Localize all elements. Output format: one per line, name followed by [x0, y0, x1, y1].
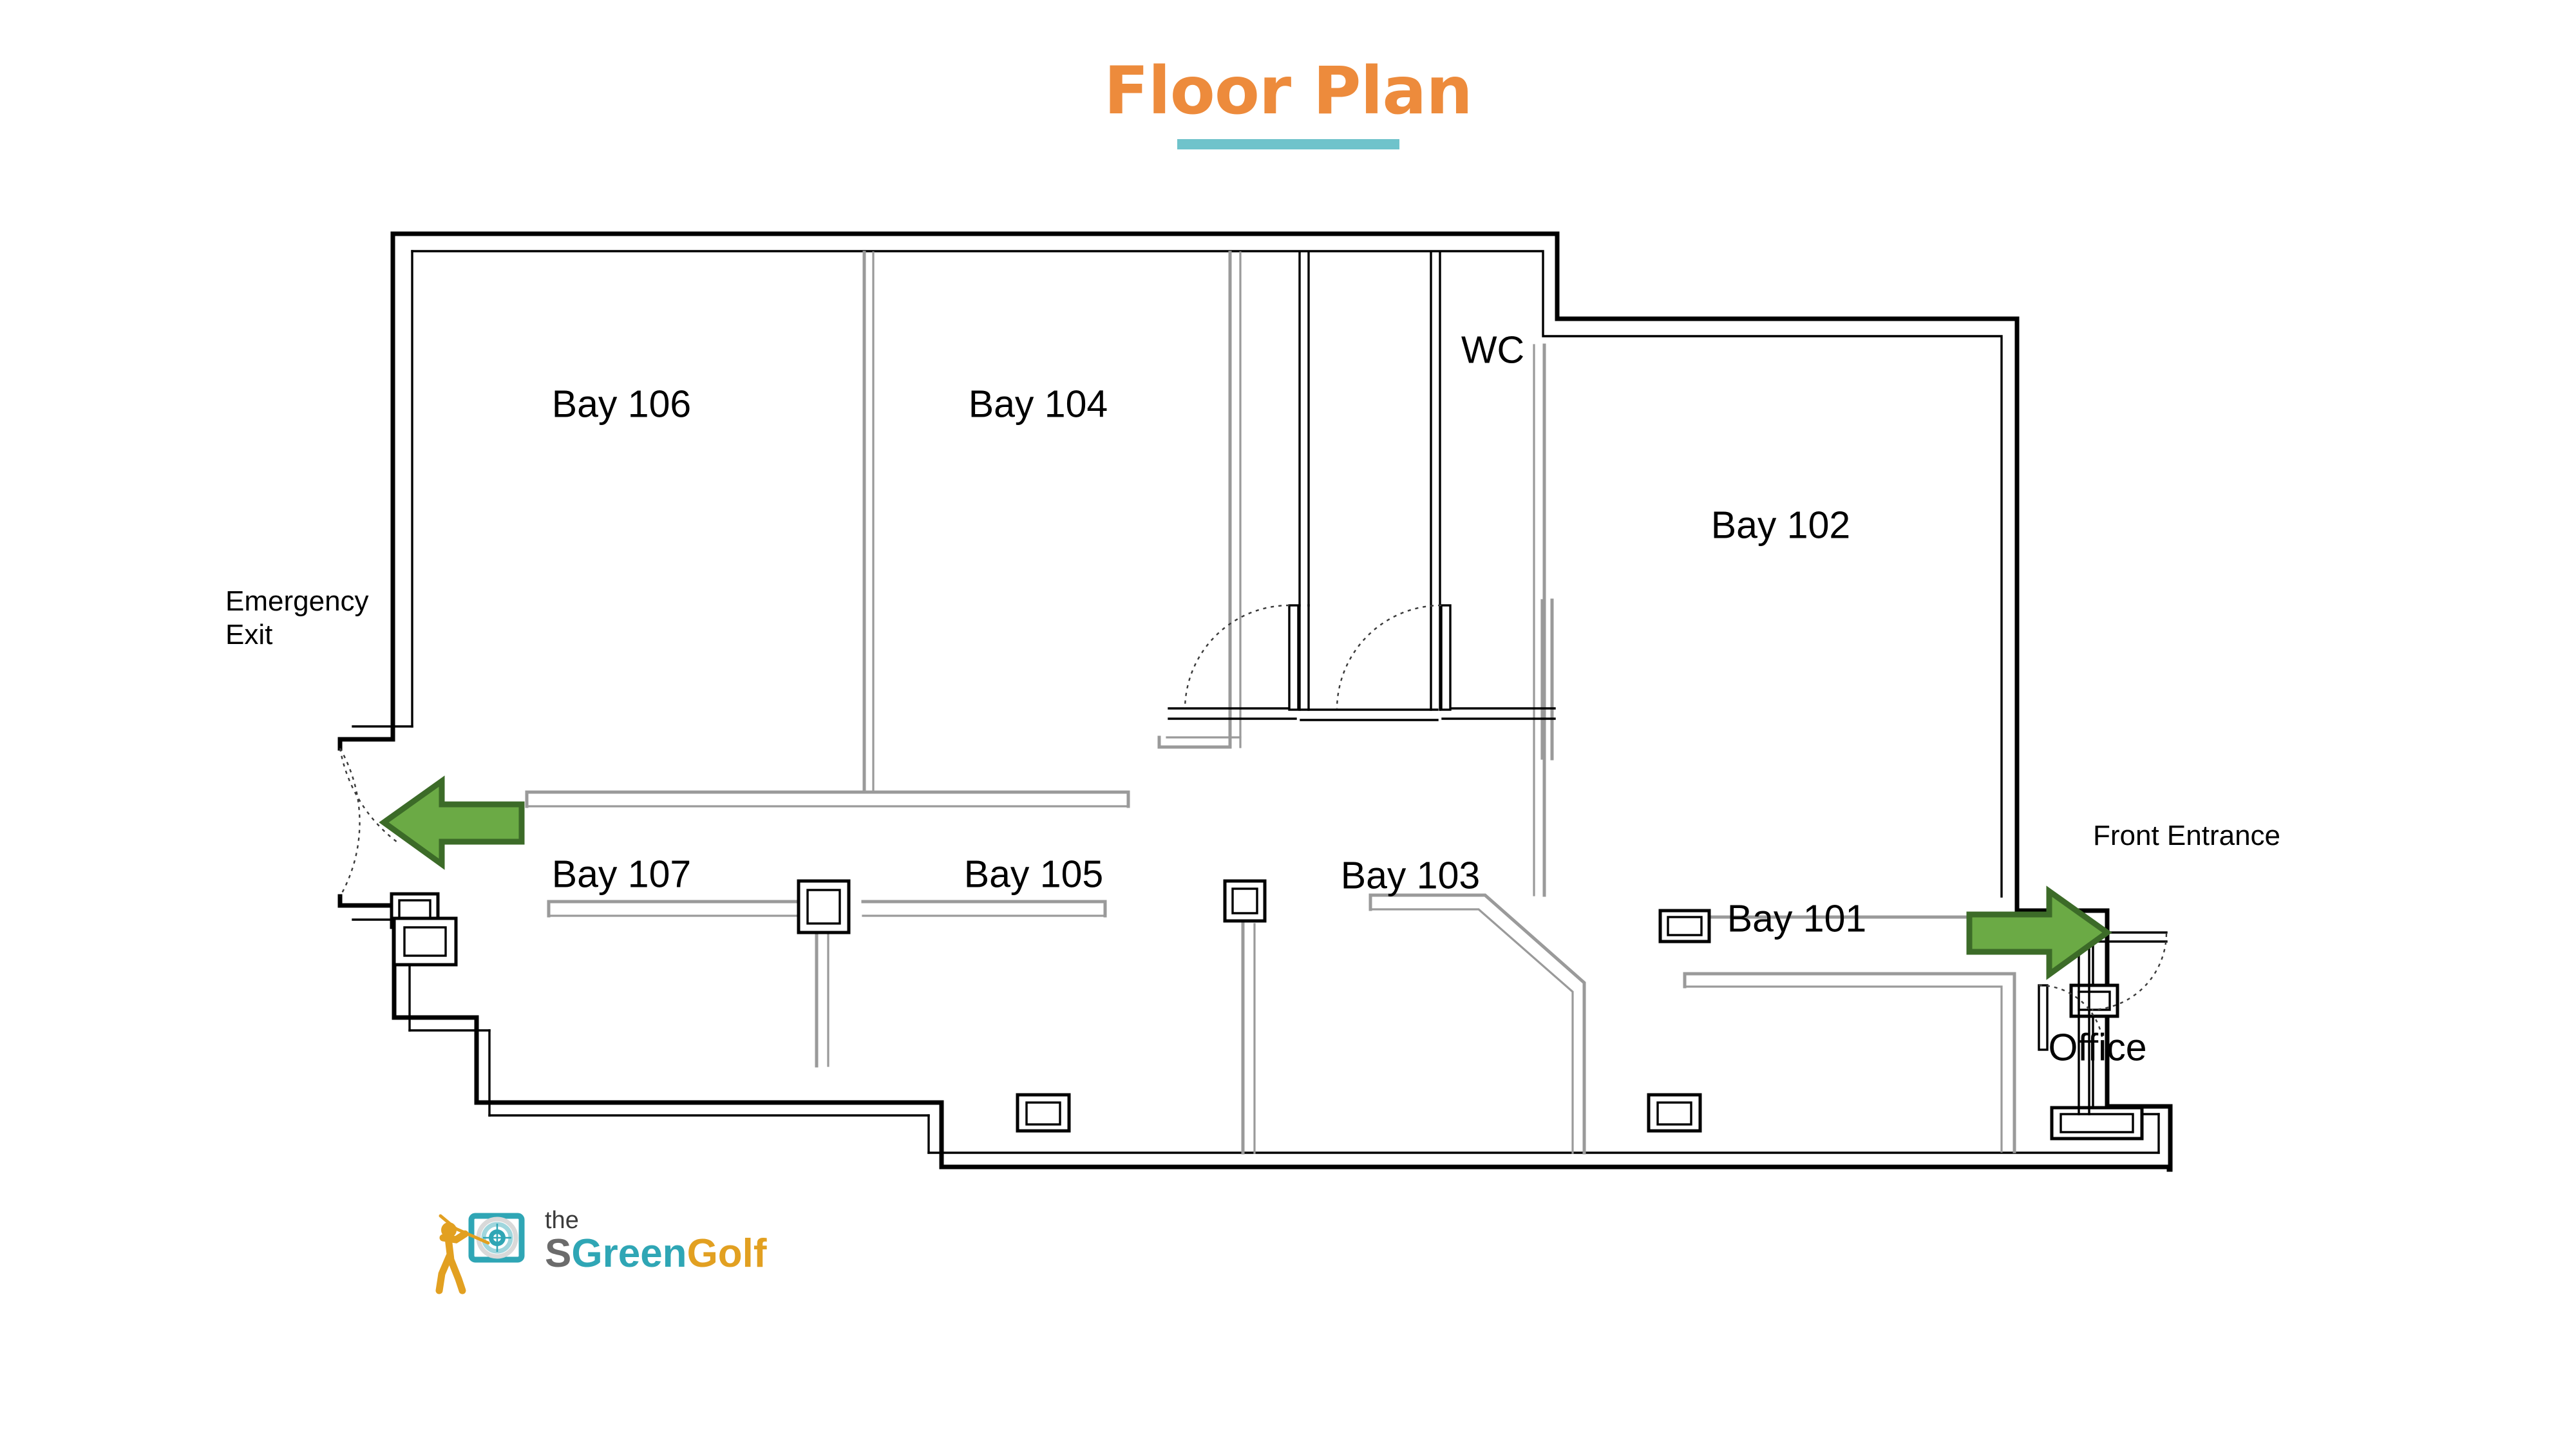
- room-label-wc: WC: [1461, 329, 1524, 372]
- column-markers: [390, 879, 2144, 1141]
- column-marker: [1658, 909, 1711, 943]
- emergency-exit-label-line2: Exit: [225, 619, 272, 650]
- emergency-exit-arrow: [379, 775, 525, 870]
- column-marker: [392, 916, 458, 967]
- logo-name-s: S: [545, 1231, 572, 1276]
- brand-logo[interactable]: the SGreenGolf: [425, 1204, 767, 1327]
- column-marker: [1223, 879, 1267, 923]
- room-label-bay-106: Bay 106: [552, 383, 692, 426]
- wc-block-walls: [1168, 251, 1556, 721]
- emergency-exit-label-line1: Emergency: [225, 585, 369, 617]
- room-label-bay-105: Bay 105: [964, 853, 1104, 896]
- logo-name-golf: Golf: [687, 1231, 767, 1276]
- room-label-bay-102: Bay 102: [1711, 504, 1851, 547]
- title-underline-rule: [1177, 139, 1399, 150]
- front-entrance-arrow: [1966, 886, 2112, 980]
- logo-tagline: the: [545, 1207, 579, 1234]
- exterior-walls: [337, 231, 2173, 1172]
- column-marker: [1016, 1093, 1071, 1133]
- column-marker: [2050, 1106, 2144, 1141]
- title-block: Floor Plan: [0, 53, 2576, 150]
- column-marker: [1647, 1093, 1702, 1133]
- room-label-bay-103: Bay 103: [1341, 855, 1481, 897]
- room-label-bay-104: Bay 104: [969, 383, 1108, 426]
- column-marker: [797, 879, 851, 934]
- room-label-bay-107: Bay 107: [552, 853, 692, 896]
- logo-name: SGreenGolf: [545, 1233, 767, 1274]
- logo-wordmark: the SGreenGolf: [545, 1208, 767, 1274]
- interior-walls: [525, 251, 2016, 1155]
- logo-name-green: Green: [571, 1231, 687, 1276]
- floor-plan-drawing[interactable]: Bay 106 Bay 104 WC Bay 102 Bay 107 Bay 1…: [0, 193, 2576, 1224]
- front-entrance-label: Front Entrance: [2093, 820, 2280, 851]
- emergency-exit-door: [339, 748, 400, 897]
- page-title: Floor Plan: [1104, 53, 1473, 129]
- room-label-bay-101: Bay 101: [1727, 898, 1867, 940]
- floor-plan-svg[interactable]: Bay 106 Bay 104 WC Bay 102 Bay 107 Bay 1…: [0, 193, 2576, 1224]
- room-label-office: Office: [2048, 1027, 2146, 1069]
- golfer-swing-icon: [435, 1213, 525, 1294]
